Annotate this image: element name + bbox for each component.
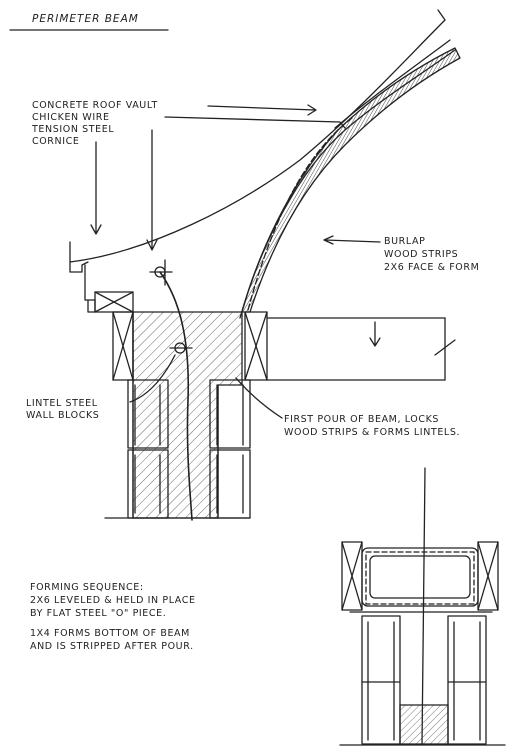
leader-cornice — [91, 142, 101, 234]
ceiling-down-arrow — [370, 322, 380, 346]
label-concrete-roof-vault: CONCRETE ROOF VAULT — [32, 100, 158, 111]
detail-beam-core — [362, 548, 478, 606]
detail-beam-inner — [370, 556, 470, 598]
label-first-pour-line-1: FIRST POUR OF BEAM, LOCKS — [284, 414, 440, 425]
left-form-box — [113, 312, 133, 380]
note-line-4: 1x4 FORMS BOTTOM OF BEAM — [30, 628, 190, 639]
detail-wall-right — [448, 616, 486, 744]
label-tension-steel: TENSION STEEL — [32, 124, 115, 135]
roof-vault-outer-line — [70, 10, 445, 262]
leader-tension-steel — [147, 130, 157, 250]
leader-lintel-steel — [130, 355, 175, 402]
note-line-1: FORMING SEQUENCE: — [30, 582, 144, 593]
leader-chicken-wire — [165, 117, 345, 128]
leader-burlap — [324, 236, 380, 244]
drawing-title: PERIMETER BEAM — [32, 13, 139, 25]
cornice-form-cross-2 — [95, 292, 133, 312]
chicken-wire-line — [248, 118, 352, 310]
cornice-step — [70, 262, 88, 272]
right-form-box — [245, 312, 267, 380]
label-lintel-steel: LINTEL STEEL — [26, 398, 98, 409]
detail-grout-fill — [400, 705, 448, 744]
label-first-pour-line-2: WOOD STRIPS & FORMS LINTELS. — [284, 427, 461, 438]
leader-first-pour — [236, 378, 282, 418]
label-wall-blocks: WALL BLOCKS — [26, 410, 100, 421]
note-line-3: BY FLAT STEEL "O" PIECE. — [30, 608, 167, 619]
label-wood-strips: WOOD STRIPS — [384, 249, 459, 260]
leader-roof-vault — [208, 105, 316, 115]
roof-vault-secondary-line — [335, 40, 450, 128]
note-line-2: 2x6 LEVELED & HELD IN PLACE — [30, 595, 196, 606]
label-burlap: BURLAP — [384, 236, 426, 247]
label-cornice: CORNICE — [32, 136, 80, 147]
break-mark — [435, 340, 455, 355]
left-wall-blocks — [128, 380, 168, 518]
note-line-5: AND IS STRIPPED AFTER POUR. — [30, 641, 194, 652]
detail-wall-left — [362, 616, 400, 744]
label-chicken-wire: CHICKEN WIRE — [32, 112, 110, 123]
detail-steel-o-piece — [366, 552, 474, 604]
right-form-cross-2 — [245, 312, 267, 380]
tension-steel-bar — [160, 272, 192, 520]
label-face-form: 2x6 FACE & FORM — [384, 262, 480, 273]
left-form-cross-2 — [113, 312, 133, 380]
